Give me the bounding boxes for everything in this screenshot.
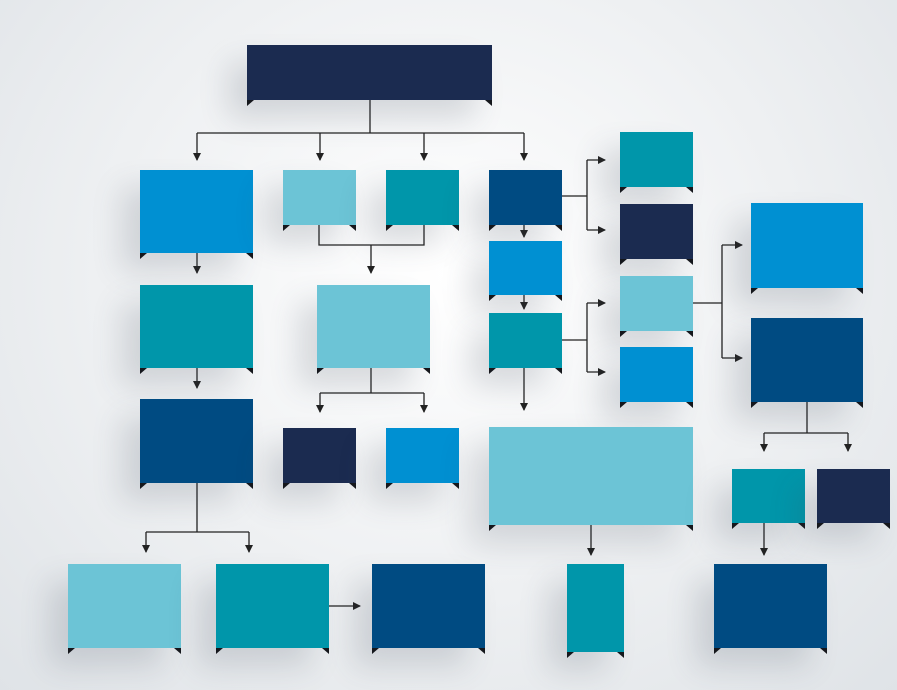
- flow-node: [283, 428, 356, 489]
- flow-node: [140, 399, 253, 489]
- flow-node: [372, 564, 485, 654]
- flow-node: [620, 276, 693, 337]
- flow-node: [567, 564, 624, 658]
- connector: [320, 368, 424, 394]
- flow-node: [489, 313, 562, 374]
- flow-node: [732, 469, 805, 529]
- flow-node: [386, 170, 459, 231]
- flow-node: [317, 285, 430, 374]
- connector: [562, 303, 588, 372]
- connector: [318, 225, 425, 246]
- connector: [146, 483, 249, 533]
- connector: [693, 245, 723, 358]
- flow-node: [283, 170, 356, 231]
- flow-node: [751, 203, 863, 294]
- connector: [197, 100, 524, 134]
- connector: [764, 402, 848, 434]
- connector: [562, 160, 588, 230]
- flow-node: [489, 241, 562, 301]
- flow-node: [817, 469, 890, 529]
- flow-node: [620, 132, 693, 193]
- root-node: [247, 45, 492, 106]
- flow-node: [140, 170, 253, 259]
- flow-node-wide: [489, 427, 693, 531]
- flow-node: [386, 428, 459, 489]
- flow-node: [751, 318, 863, 408]
- flow-node: [714, 564, 827, 654]
- flow-node: [620, 347, 693, 408]
- flow-node: [489, 170, 562, 231]
- flow-node: [140, 285, 253, 374]
- flow-node: [620, 204, 693, 265]
- flow-node: [216, 564, 329, 654]
- flow-node: [68, 564, 181, 654]
